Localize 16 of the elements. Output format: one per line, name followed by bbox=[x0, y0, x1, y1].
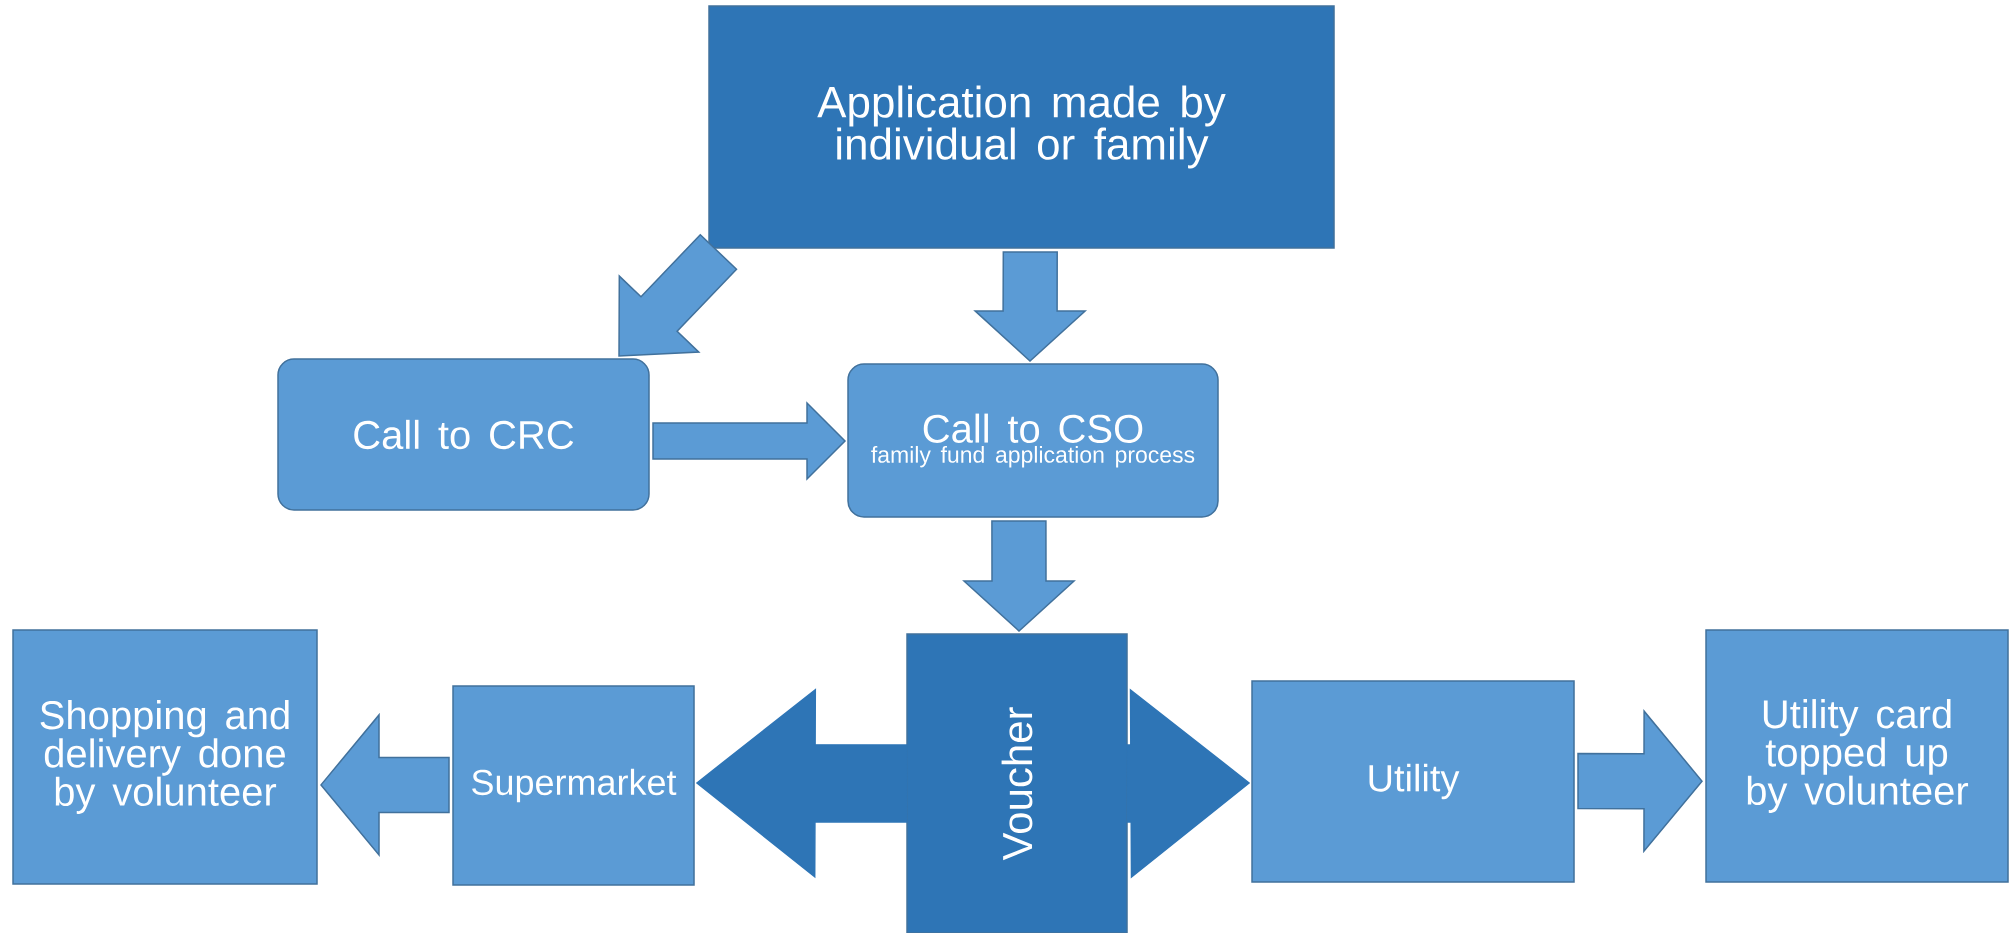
block-arrow bbox=[618, 233, 738, 357]
outcome-box: Utility card topped up by volunteer bbox=[1705, 629, 2009, 883]
block-arrow bbox=[320, 712, 450, 857]
block-arrow bbox=[1126, 688, 1251, 879]
process-box: Call to CRC bbox=[277, 358, 650, 511]
block-arrow bbox=[962, 520, 1076, 632]
block-arrow bbox=[1577, 709, 1703, 854]
voucher-box: Voucher bbox=[906, 633, 1128, 933]
note-box: Utility bbox=[1251, 680, 1575, 883]
note-box: Supermarket bbox=[452, 685, 695, 886]
block-arrow bbox=[652, 401, 847, 481]
process-box: Application made by individual or family bbox=[708, 5, 1335, 249]
process-box: Call to CSO family fund application process bbox=[847, 363, 1219, 518]
block-arrow bbox=[973, 251, 1088, 362]
block-arrow bbox=[695, 688, 908, 879]
outcome-box: Shopping and delivery done by volunteer bbox=[12, 629, 318, 885]
